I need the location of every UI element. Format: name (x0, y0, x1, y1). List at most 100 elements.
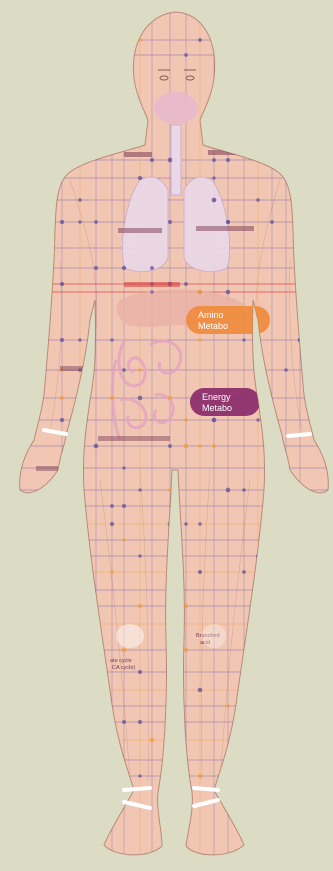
pathway-node (198, 688, 203, 693)
pathway-node (138, 368, 141, 371)
pathway-node (226, 704, 230, 708)
pathway-node (94, 444, 99, 449)
pathway-node (150, 266, 154, 270)
pathway-node (298, 670, 303, 675)
pathway-node (94, 53, 97, 56)
energy-label-1: Energy (202, 392, 231, 402)
left-knee (116, 624, 144, 648)
pathway-node (184, 604, 188, 608)
pathway-node (138, 774, 141, 777)
pathway-node (184, 282, 188, 286)
pathway-node (270, 622, 274, 626)
pathway-node (270, 418, 274, 422)
pathway-node (270, 622, 274, 626)
pathway-node (110, 338, 113, 341)
pathway-node (270, 622, 274, 626)
pathway-node (226, 158, 230, 162)
pathway-node (298, 338, 303, 343)
pathway-node (226, 38, 229, 41)
pathway-node (94, 220, 98, 224)
amino-label-2: Metabo (198, 321, 228, 331)
pathway-node (122, 504, 126, 508)
pathway-node (60, 418, 64, 422)
label-mark (36, 466, 58, 471)
pathway-node (168, 220, 172, 224)
pathway-node (242, 570, 246, 574)
pathway-node (122, 720, 126, 724)
pathway-node (256, 588, 260, 592)
pathway-node (60, 522, 64, 526)
pathway-node (226, 38, 229, 41)
pathway-node (110, 396, 114, 400)
label-mark (60, 366, 86, 371)
pathway-node (298, 720, 302, 724)
pathway-node (78, 198, 81, 201)
right-knee (202, 624, 226, 648)
pathway-node (284, 758, 288, 762)
pathway-node (78, 444, 82, 448)
pathway-node (60, 488, 64, 492)
tca-label-2: CA cycle) (112, 665, 135, 671)
pathway-node (168, 758, 173, 763)
pathway-node (284, 588, 288, 592)
pathway-node (110, 570, 114, 574)
pathway-node (94, 266, 98, 270)
right-ankle-band (194, 788, 218, 790)
pathway-node (168, 522, 173, 527)
pathway-node (212, 418, 217, 423)
pathway-node (212, 198, 217, 203)
pathway-node (212, 158, 216, 162)
pathway-node (60, 396, 64, 400)
pathway-node (256, 418, 259, 421)
pathway-node (94, 38, 99, 43)
pathway-node (138, 396, 143, 401)
pathway-node (198, 570, 202, 574)
pathway-node (256, 198, 259, 201)
pathway-node (284, 368, 288, 372)
pathway-node (168, 522, 171, 525)
pathway-node (60, 338, 64, 342)
pathway-node (198, 774, 202, 778)
pathway-node (226, 290, 230, 294)
pathway-node (94, 622, 99, 627)
pathway-node (168, 588, 173, 593)
pathway-node (198, 338, 201, 341)
pathway-node (184, 53, 188, 57)
pathway-node (150, 738, 154, 742)
pathway-node (168, 604, 172, 608)
pathway-node (168, 158, 173, 163)
pathway-node (212, 176, 215, 179)
energy-metabolism-pill: Energy Metabo (190, 388, 260, 416)
label-mark (118, 228, 162, 233)
pathway-node (298, 488, 301, 491)
label-mark (124, 152, 152, 157)
left-ankle-band (124, 788, 150, 790)
pathway-node (138, 670, 142, 674)
pathway-node (284, 522, 287, 525)
pathway-node (168, 396, 172, 400)
energy-label-2: Metabo (202, 403, 232, 413)
pathway-node (198, 444, 201, 447)
pathway-node (94, 38, 98, 42)
pathway-node (184, 444, 189, 449)
pathway-node (122, 648, 127, 653)
pathway-node (168, 444, 172, 448)
pathway-node (78, 720, 81, 723)
pathway-node (78, 488, 82, 492)
pathway-node (198, 38, 202, 42)
pathway-node (60, 282, 64, 286)
pathway-node (94, 670, 99, 675)
pathway-node (184, 648, 188, 652)
pathway-node (78, 338, 81, 341)
pathway-node (110, 522, 114, 526)
pathway-node (78, 220, 81, 223)
pathway-node (184, 522, 187, 525)
right-wrist-band (288, 434, 310, 436)
mouth-region (154, 92, 198, 124)
pathway-node (168, 704, 172, 708)
label-mark (98, 436, 170, 441)
pathway-node (270, 220, 274, 224)
pathway-node (226, 488, 231, 493)
pathway-node (150, 290, 153, 293)
pathway-node (198, 522, 201, 525)
